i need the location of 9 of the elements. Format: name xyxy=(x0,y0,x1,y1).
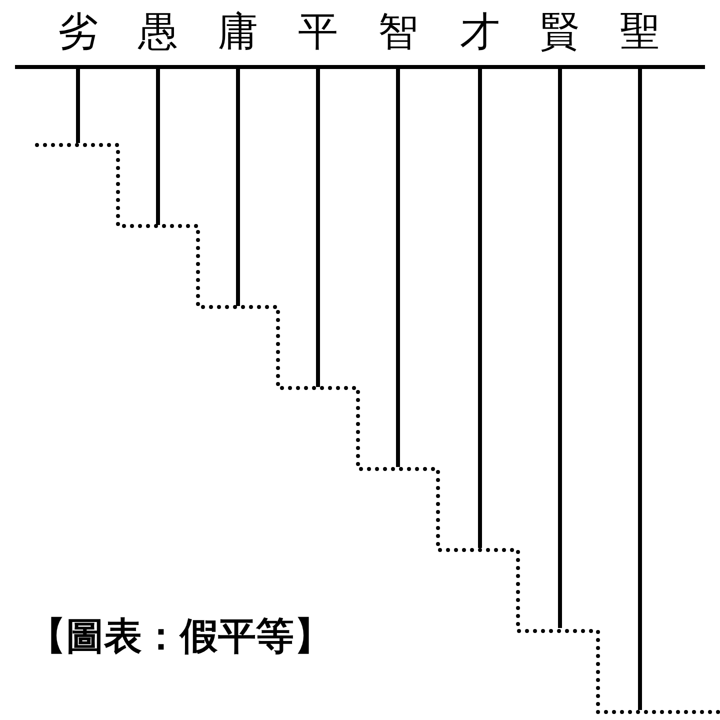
level-label: 平 xyxy=(298,8,338,56)
level-label: 賢 xyxy=(540,8,580,56)
level-label: 才 xyxy=(460,8,500,56)
level-label: 智 xyxy=(378,8,418,56)
level-label: 庸 xyxy=(218,8,258,56)
level-label: 劣 xyxy=(58,8,98,56)
level-label: 聖 xyxy=(620,8,660,56)
level-label: 愚 xyxy=(138,8,178,56)
caption: 【圖表：假平等】 xyxy=(28,612,332,660)
